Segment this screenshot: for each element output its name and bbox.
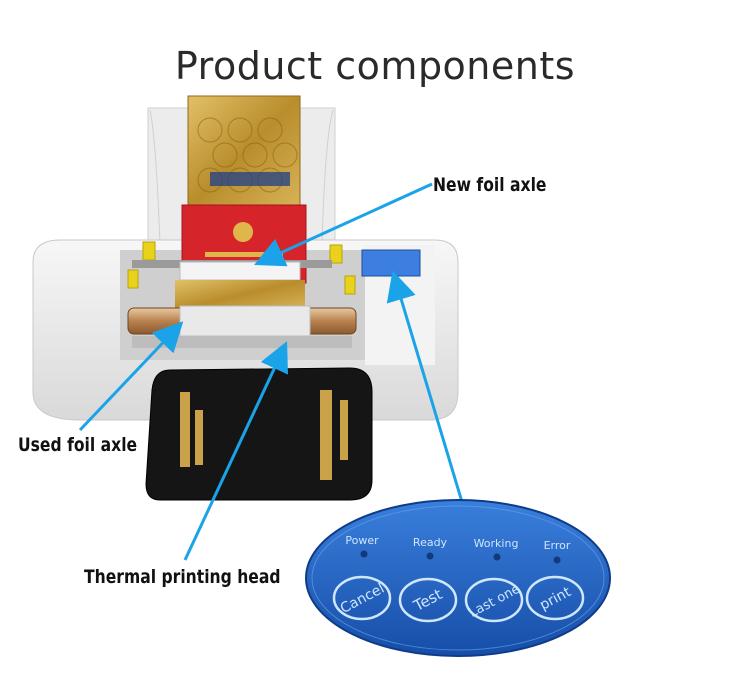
page-title: Product components (174, 44, 576, 88)
last-one-button[interactable] (464, 577, 524, 623)
used-foil-axle-label: Used foil axle (18, 434, 138, 456)
ready-led-icon (426, 552, 434, 560)
indicator-label: Error (544, 539, 571, 552)
new-foil-axle-label: New foil axle (433, 174, 547, 196)
panel-arrow (386, 270, 464, 503)
axle-clips (127, 241, 356, 295)
thermal-head-arrow (183, 341, 288, 561)
thermal-printing-head-label: Thermal printing head (84, 566, 281, 588)
working-led-icon (493, 553, 501, 561)
print-button[interactable] (525, 575, 585, 621)
error-led-icon (553, 556, 561, 564)
gold-sample-card (187, 95, 301, 209)
indicator-label: Ready (413, 536, 448, 549)
black-printed-card (145, 367, 373, 501)
used-foil-arrow (78, 321, 184, 432)
power-led-icon (360, 550, 368, 558)
new-foil-arrow (254, 182, 433, 267)
callout-arrows (78, 182, 464, 561)
used-foil-axle (127, 305, 357, 348)
machine-control-panel (361, 249, 421, 277)
cancel-button[interactable] (332, 575, 392, 621)
gold-foil-sheet (175, 280, 305, 310)
control-panel-closeup: Power Ready Working Error Cancel Test La… (305, 499, 611, 657)
test-button[interactable] (398, 577, 458, 623)
indicator-label: Power (345, 534, 379, 547)
new-foil-axle (132, 260, 332, 281)
indicator-label: Working (474, 537, 519, 550)
